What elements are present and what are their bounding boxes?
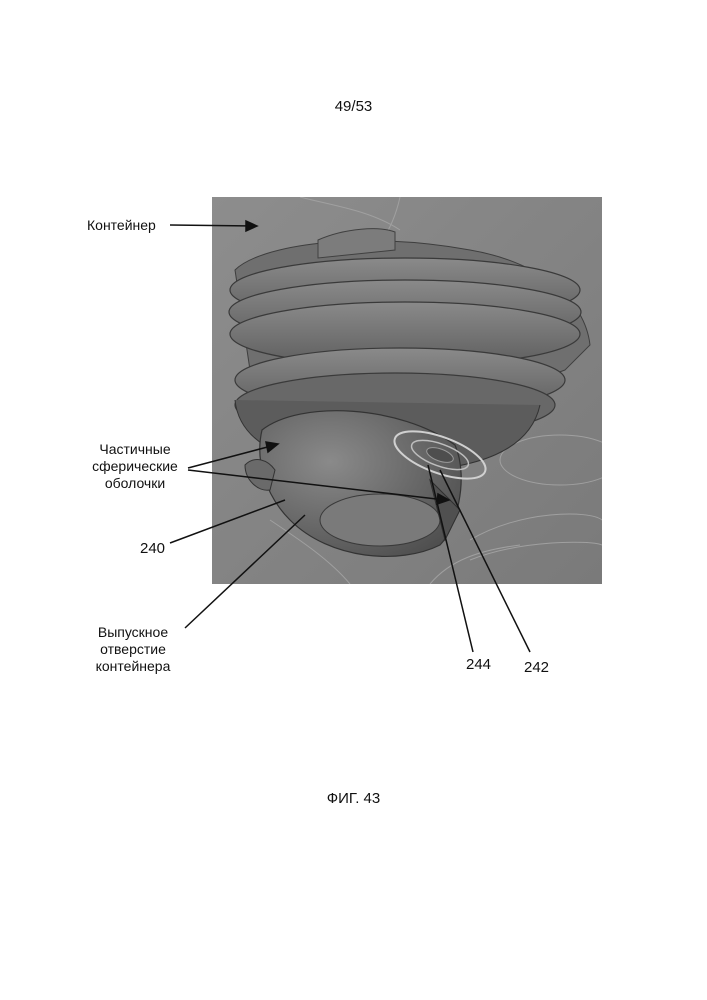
figure-caption: ФИГ. 43 [0, 790, 707, 807]
label-container-outlet: Выпускное отверстие контейнера [78, 624, 188, 675]
ref-242: 242 [524, 659, 549, 676]
render-image [212, 197, 620, 584]
label-partial-spherical-shells: Частичные сферические оболочки [80, 441, 190, 492]
label-container: Контейнер [87, 217, 156, 234]
ref-244: 244 [466, 656, 491, 673]
ref-240: 240 [140, 540, 165, 557]
container-leader-line [170, 225, 255, 226]
